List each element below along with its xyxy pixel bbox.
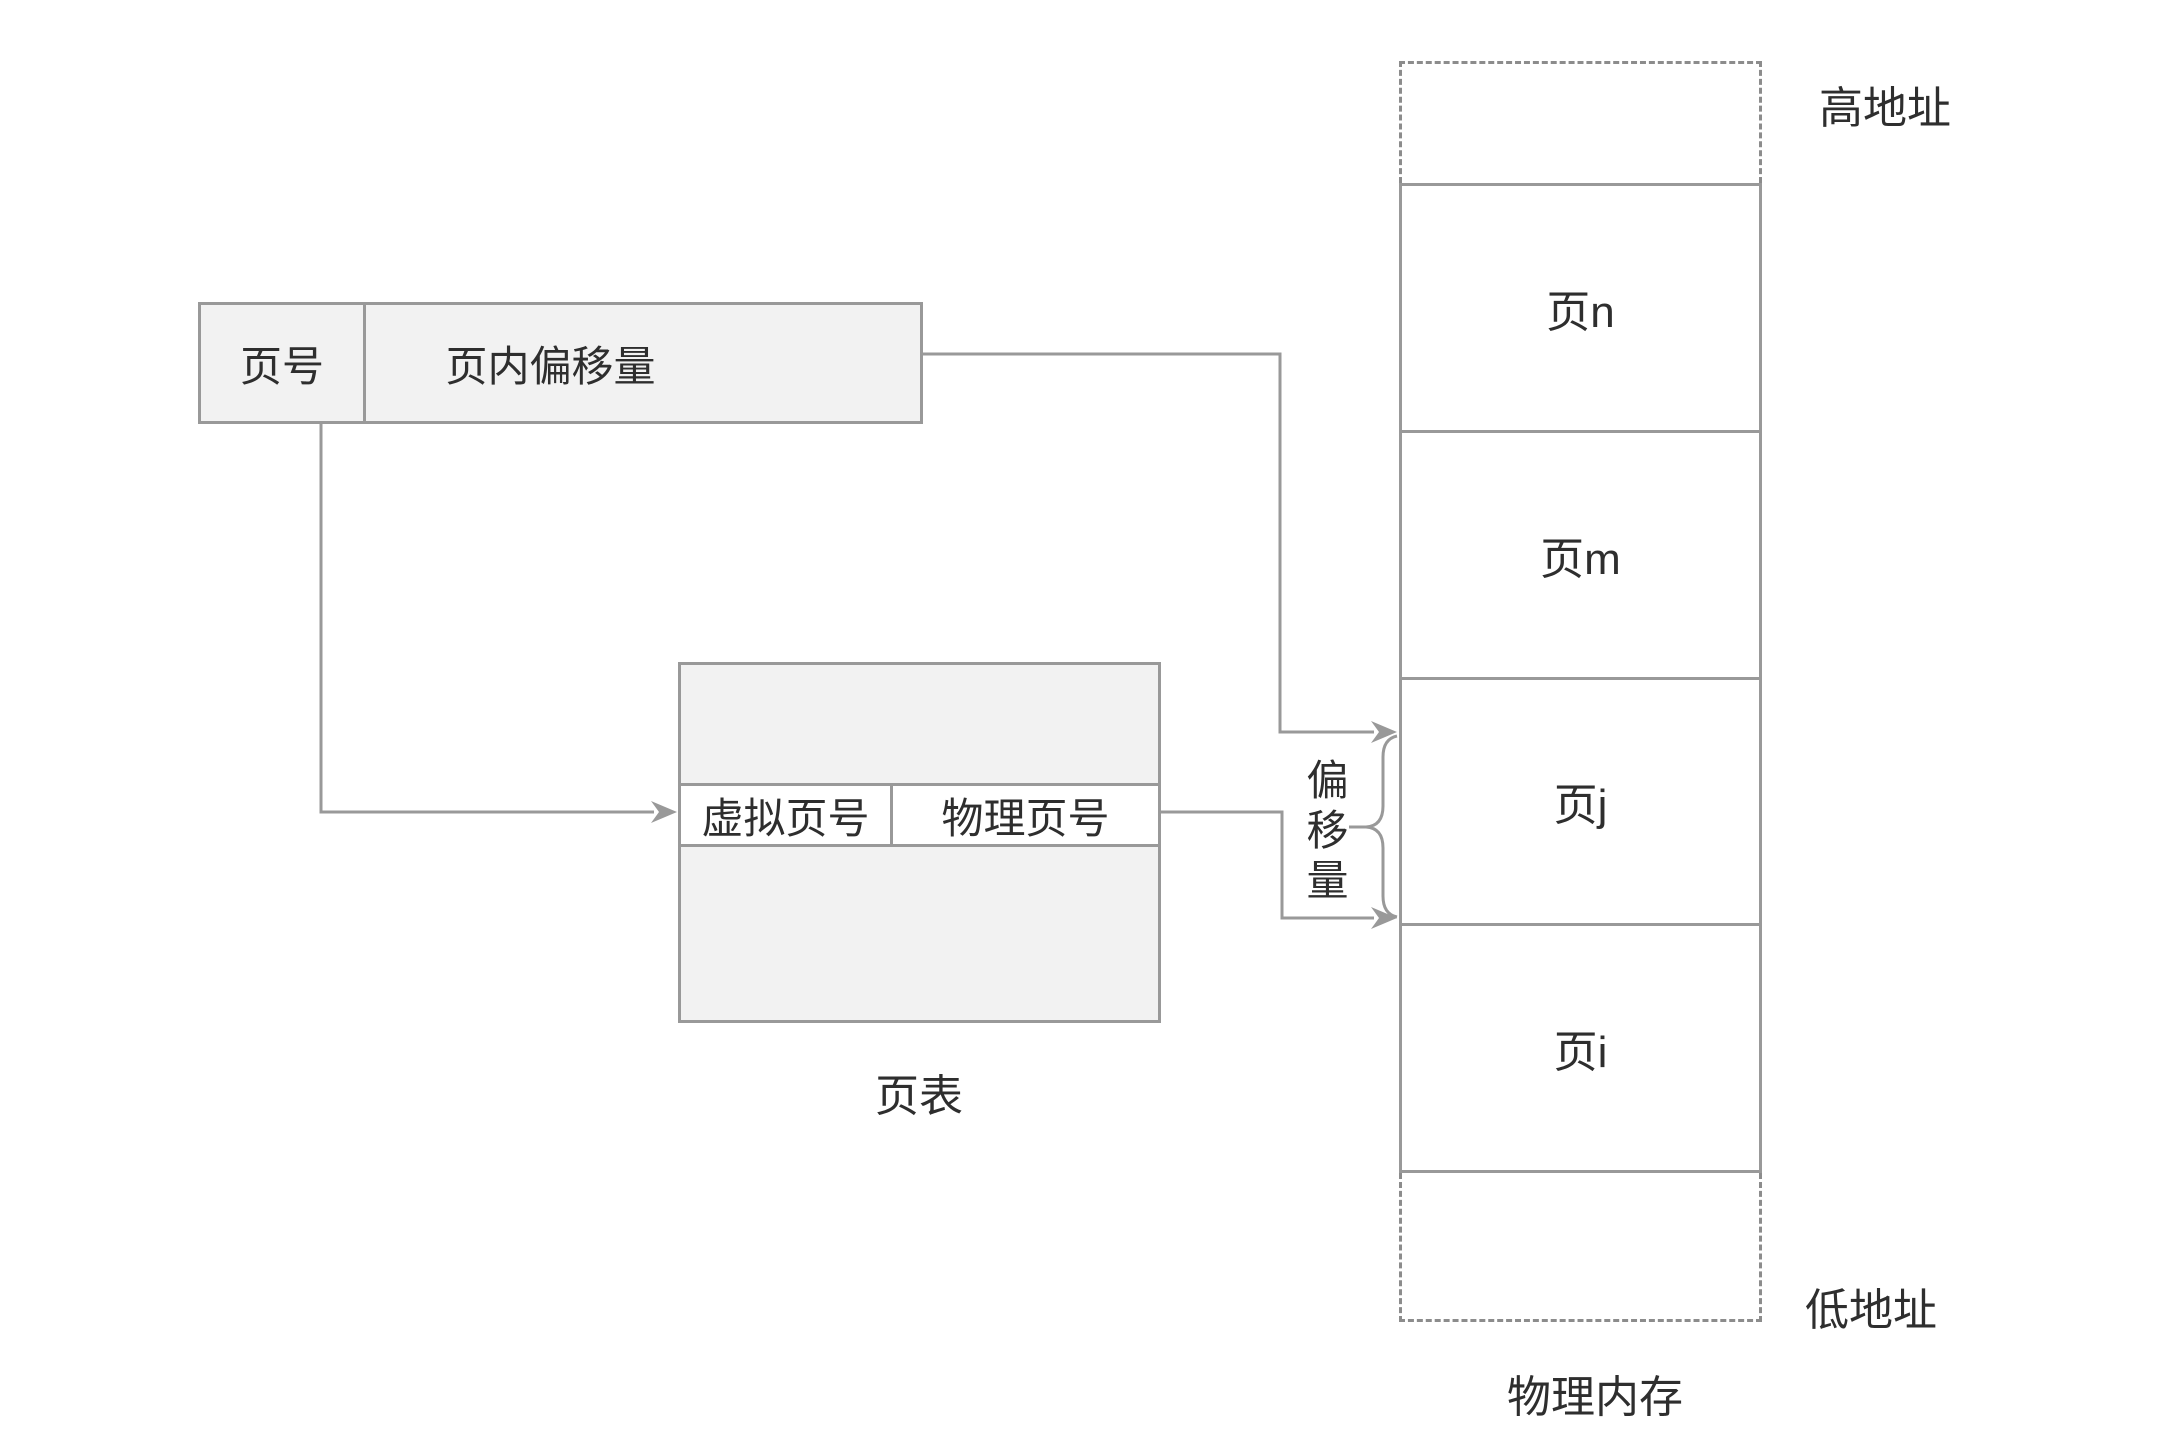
page-offset-label: 页内偏移量 [445,342,656,390]
physical-memory-caption: 物理内存 [1507,1373,1683,1422]
page-number-label: 页号 [239,342,324,390]
page-offset-cell: 页内偏移量 [366,305,920,421]
page-table-caption: 页表 [875,1072,963,1121]
memory-dashed-region-top [1399,61,1762,183]
high-address-label: 高地址 [1819,84,1951,133]
connector-page-number-to-page-table [319,424,654,814]
offset-brace-label: 偏移量 [1301,758,1348,908]
arrowhead-icon [1371,721,1397,743]
arrowhead-icon [1371,907,1397,929]
virtual-address-box: 页号 页内偏移量 [198,302,923,424]
low-address-label: 低地址 [1805,1286,1937,1335]
physical-memory-column: 页n 页m 页j 页i [1399,183,1762,1173]
physical-page-number-cell: 物理页号 [893,786,1158,844]
virtual-page-number-cell: 虚拟页号 [681,786,893,844]
memory-dashed-region-bottom [1399,1173,1762,1322]
virtual-page-number-label: 虚拟页号 [701,794,870,842]
page-number-cell: 页号 [201,305,366,421]
memory-page-j: 页j [1402,680,1759,927]
page-table-box: 虚拟页号 物理页号 [678,662,1161,1023]
offset-brace [1365,734,1398,919]
physical-page-number-label: 物理页号 [941,794,1110,842]
memory-page-m: 页m [1402,433,1759,680]
page-table-entry-row: 虚拟页号 物理页号 [678,783,1161,847]
arrowhead-icon [651,801,677,823]
memory-page-n: 页n [1402,186,1759,433]
memory-page-i: 页i [1553,1028,1608,1078]
